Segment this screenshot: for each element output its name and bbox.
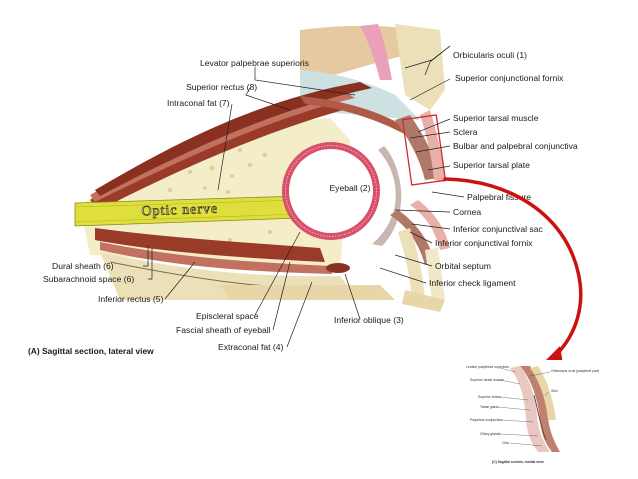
inset-label-palpebral-conjunctiva: Palpebral conjunctiva (470, 418, 502, 422)
inset-diagram: Levator palpebrae superioris Superior ta… (458, 360, 599, 470)
label-episcleral-space: Episcleral space (196, 311, 259, 321)
anatomy-artwork (74, 24, 450, 312)
label-inferior-conjunctival-fornix: Inferior conjunctival fornix (435, 238, 533, 248)
label-bulbar-palpebral-conjunctiva: Bulbar and palpebral conjunctiva (453, 141, 578, 151)
label-subarachnoid-space: Subarachnoid space (6) (43, 274, 134, 284)
labels-top: Levator palpebrae superioris Superior re… (167, 58, 309, 108)
main-caption: (A) Sagittal section, lateral view (28, 346, 154, 356)
label-superior-conjunctional-fornix: Superior conjunctional fornix (455, 73, 564, 83)
label-superior-tarsal-muscle: Superior tarsal muscle (453, 113, 539, 123)
leader-lines (143, 45, 465, 348)
inset-label-cilia: Cilia (502, 441, 509, 445)
label-inferior-rectus: Inferior rectus (5) (98, 294, 164, 304)
inset-caption: (C) Sagittal section, medial view (492, 460, 544, 464)
inset-label-levator: Levator palpebrae superioris (466, 365, 509, 369)
label-fascial-sheath: Fascial sheath of eyeball (176, 325, 271, 335)
label-sclera: Sclera (453, 127, 478, 137)
label-inferior-check-ligament: Inferior check ligament (429, 278, 516, 288)
label-extraconal-fat: Extraconal fat (4) (218, 342, 284, 352)
eyeball-label: Eyeball (2) (329, 183, 370, 193)
optic-nerve-label: Optic nerve (141, 202, 218, 220)
label-dural-sheath: Dural sheath (6) (52, 261, 114, 271)
label-palpebral-fissure: Palpebral fissure (467, 192, 531, 202)
inset-label-ciliary-glands: Ciliary glands (480, 432, 501, 436)
inset-label-orbicularis: Orbicularis oculi (palpebral part) (551, 369, 599, 373)
label-orbicularis-oculi: Orbicularis oculi (1) (453, 50, 527, 60)
label-orbital-septum: Orbital septum (435, 261, 491, 271)
inset-label-skin: Skin (551, 389, 558, 393)
labels-bottom: Episcleral space Fascial sheath of eyeba… (176, 311, 404, 352)
label-cornea: Cornea (453, 207, 481, 217)
label-superior-rectus: Superior rectus (8) (186, 82, 257, 92)
label-levator-palpebrae-superioris: Levator palpebrae superioris (200, 58, 309, 68)
inset-label-superior-tarsal-muscle: Superior tarsal muscle (470, 378, 504, 382)
inset-label-superior-rectus: Superior rectus (478, 395, 501, 399)
labels-left: Dural sheath (6) Subarachnoid space (6) … (43, 261, 164, 304)
label-superior-tarsal-plate: Superior tarsal plate (453, 160, 530, 170)
pointer-arrow (443, 177, 583, 364)
inset-label-tarsal-gland: Tarsal gland (480, 405, 498, 409)
label-intraconal-fat: Intraconal fat (7) (167, 98, 230, 108)
label-inferior-oblique: Inferior oblique (3) (334, 315, 404, 325)
labels-right: Orbicularis oculi (1) Superior conjuncti… (429, 50, 578, 288)
label-inferior-conjunctival-sac: Inferior conjunctival sac (453, 224, 544, 234)
